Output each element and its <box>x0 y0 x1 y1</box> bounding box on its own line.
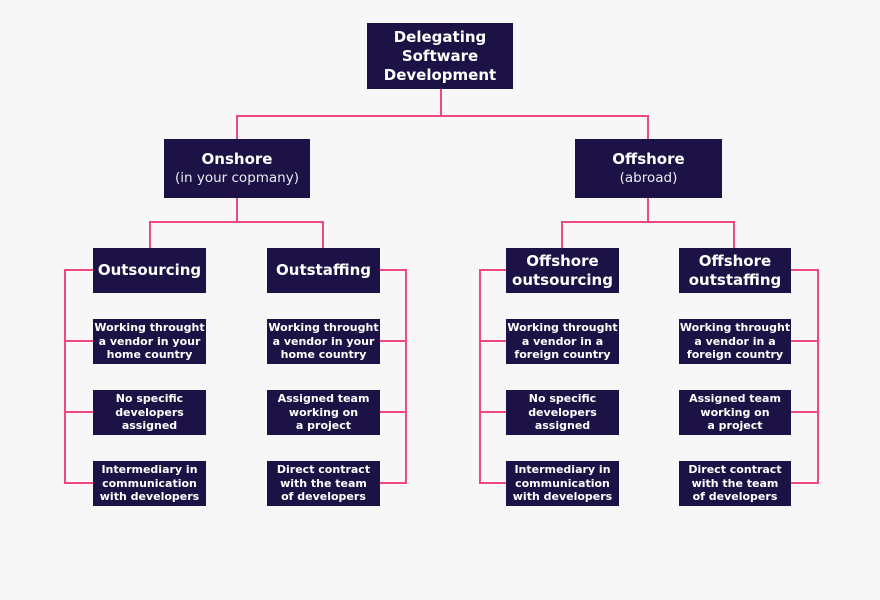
connector-offshore-drop <box>647 115 649 139</box>
leaf-col3-row3-label: Intermediary in communication with devel… <box>512 463 613 504</box>
node-offshore-outsourcing-label: Offshore outsourcing <box>512 251 613 289</box>
leaf-col2-row3: Direct contract with the team of develop… <box>267 461 380 506</box>
node-root-label: Delegating Software Development <box>383 27 497 84</box>
connector-offshore-outsourcing-drop <box>561 221 563 248</box>
leaf-col1-row2-label: No specific developers assigned <box>115 392 184 433</box>
connector-col3-stub0 <box>479 269 506 271</box>
connector-col4-stub1 <box>791 340 818 342</box>
connector-root-drop <box>440 89 442 116</box>
leaf-col2-row2-label: Assigned team working on a project <box>277 392 370 433</box>
connector-outstaffing-drop <box>322 221 324 248</box>
connector-col2-stub0 <box>380 269 407 271</box>
leaf-col4-row3-label: Direct contract with the team of develop… <box>688 463 782 504</box>
node-offshore: Offshore (abroad) <box>575 139 722 198</box>
connector-offshore-outstaffing-drop <box>733 221 735 248</box>
connector-col3-stub3 <box>479 482 506 484</box>
connector-col4-rail <box>817 269 819 484</box>
node-offshore-subtitle: (abroad) <box>619 169 678 186</box>
leaf-col4-row1-label: Working throught a vendor in a foreign c… <box>679 321 791 362</box>
connector-col2-stub2 <box>380 411 407 413</box>
node-outstaffing-label: Outstaffing <box>276 261 371 279</box>
connector-outsourcing-drop <box>149 221 151 248</box>
connector-col1-rail <box>64 269 66 484</box>
leaf-col3-row1: Working throught a vendor in a foreign c… <box>506 319 619 364</box>
connector-offshore-horizontal <box>561 221 735 223</box>
leaf-col2-row3-label: Direct contract with the team of develop… <box>276 463 371 504</box>
connector-offshore-down <box>647 198 649 223</box>
leaf-col2-row1: Working throught a vendor in your home c… <box>267 319 380 364</box>
connector-col4-stub2 <box>791 411 818 413</box>
connector-l1-horizontal <box>236 115 649 117</box>
connector-col3-rail <box>479 269 481 484</box>
node-offshore-title: Offshore <box>612 149 685 168</box>
leaf-col3-row1-label: Working throught a vendor in a foreign c… <box>507 321 618 362</box>
leaf-col1-row1: Working throught a vendor in your home c… <box>93 319 206 364</box>
leaf-col3-row3: Intermediary in communication with devel… <box>506 461 619 506</box>
leaf-col2-row2: Assigned team working on a project <box>267 390 380 435</box>
connector-col4-stub0 <box>791 269 818 271</box>
leaf-col1-row1-label: Working throught a vendor in your home c… <box>94 321 205 362</box>
connector-col2-stub3 <box>380 482 407 484</box>
connector-col4-stub3 <box>791 482 818 484</box>
leaf-col1-row3: Intermediary in communication with devel… <box>93 461 206 506</box>
node-outsourcing: Outsourcing <box>93 248 206 293</box>
connector-col1-stub2 <box>64 411 93 413</box>
node-offshore-outstaffing: Offshore outstaffing <box>679 248 791 293</box>
leaf-col4-row3: Direct contract with the team of develop… <box>679 461 791 506</box>
connector-onshore-horizontal <box>149 221 324 223</box>
connector-col2-stub1 <box>380 340 407 342</box>
node-onshore: Onshore (in your copmany) <box>164 139 310 198</box>
node-outsourcing-label: Outsourcing <box>97 261 202 279</box>
connector-col3-stub2 <box>479 411 506 413</box>
node-onshore-title: Onshore <box>201 149 273 168</box>
leaf-col3-row2-label: No specific developers assigned <box>528 392 597 433</box>
connector-col1-stub1 <box>64 340 93 342</box>
leaf-col2-row1-label: Working throught a vendor in your home c… <box>268 321 379 362</box>
leaf-col3-row2: No specific developers assigned <box>506 390 619 435</box>
connector-col3-stub1 <box>479 340 506 342</box>
node-offshore-outstaffing-label: Offshore outstaffing <box>688 251 782 289</box>
connector-col1-stub0 <box>64 269 93 271</box>
leaf-col4-row2-label: Assigned team working on a project <box>689 392 781 433</box>
leaf-col4-row1: Working throught a vendor in a foreign c… <box>679 319 791 364</box>
connector-col1-stub3 <box>64 482 93 484</box>
connector-onshore-drop <box>236 115 238 139</box>
node-onshore-subtitle: (in your copmany) <box>175 169 299 186</box>
leaf-col1-row3-label: Intermediary in communication with devel… <box>99 463 200 504</box>
node-root: Delegating Software Development <box>367 23 513 89</box>
connector-onshore-down <box>236 198 238 223</box>
leaf-col4-row2: Assigned team working on a project <box>679 390 791 435</box>
node-offshore-outsourcing: Offshore outsourcing <box>506 248 619 293</box>
leaf-col1-row2: No specific developers assigned <box>93 390 206 435</box>
node-outstaffing: Outstaffing <box>267 248 380 293</box>
connector-col2-rail <box>405 269 407 484</box>
